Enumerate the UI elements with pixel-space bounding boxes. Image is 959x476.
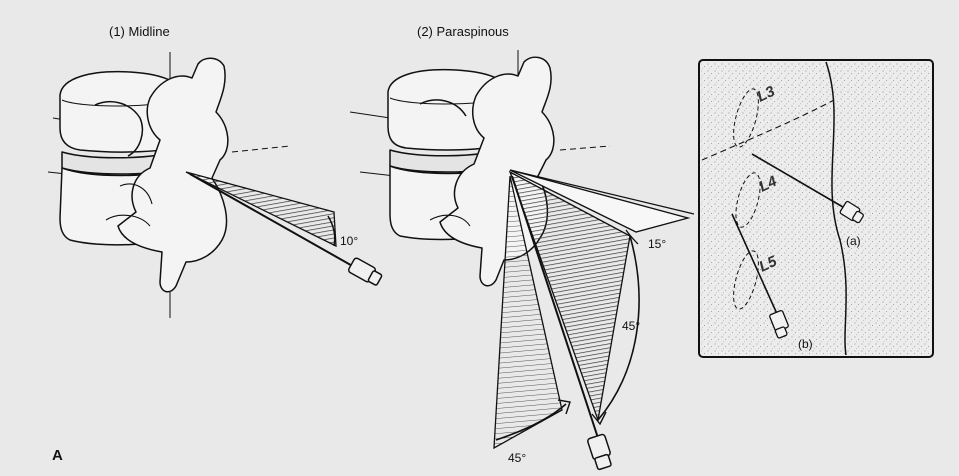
midline-view-title: (1) Midline — [109, 24, 170, 39]
paraspinous-15-label: 15° — [648, 237, 666, 251]
lumbar-vertebrae-drawing — [48, 52, 290, 318]
surface-landmark-inset: L3 L4 L5 (a) (b) — [699, 60, 933, 357]
paraspinous-view: (2) Paraspinous 15° 45° 45 — [350, 24, 694, 470]
inset-needle-a-label: (a) — [846, 234, 861, 248]
midline-angle-label: 10° — [340, 234, 358, 248]
paraspinous-view-title: (2) Paraspinous — [417, 24, 509, 39]
panel-letter: A — [52, 447, 63, 464]
midline-view: (1) Midline — [48, 24, 382, 318]
paraspinous-45-label-upper: 45° — [622, 319, 640, 333]
paraspinous-45-label-lower: 45° — [508, 451, 526, 465]
inset-needle-b-label: (b) — [798, 337, 813, 351]
